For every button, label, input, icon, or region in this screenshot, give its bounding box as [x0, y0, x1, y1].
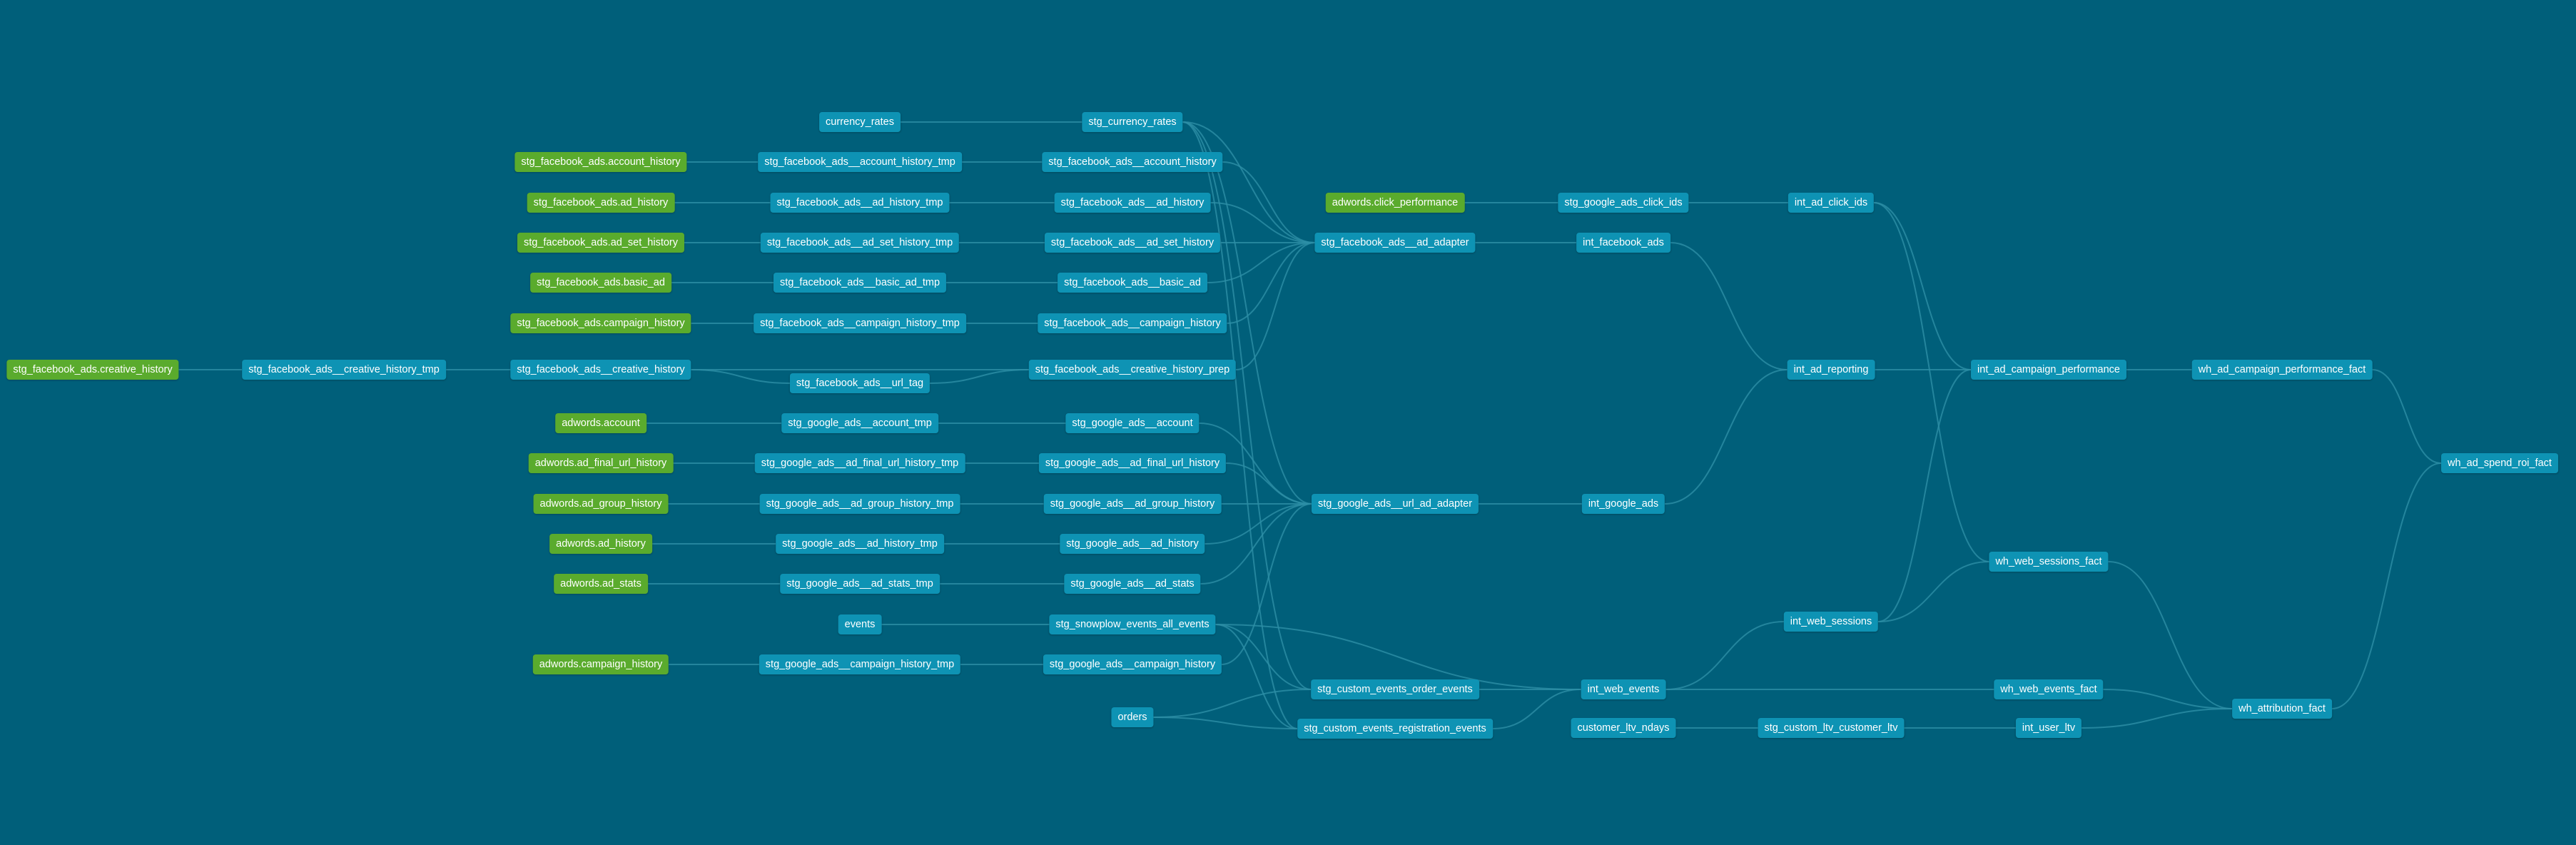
- model-node[interactable]: stg_google_ads__ad_history: [1060, 534, 1205, 554]
- model-node[interactable]: int_facebook_ads: [1576, 233, 1670, 253]
- model-node[interactable]: stg_custom_events_order_events: [1311, 679, 1479, 699]
- model-node[interactable]: stg_google_ads__ad_group_history: [1043, 494, 1222, 514]
- lineage-edge: [1182, 121, 1312, 505]
- lineage-edge: [1225, 462, 1312, 505]
- model-node[interactable]: stg_facebook_ads__creative_history_tmp: [242, 360, 446, 380]
- lineage-edge: [1205, 503, 1312, 545]
- lineage-edge: [1215, 624, 1581, 690]
- model-node[interactable]: stg_google_ads__ad_history_tmp: [776, 534, 944, 554]
- model-node[interactable]: stg_facebook_ads__campaign_history: [1038, 313, 1227, 333]
- source-node[interactable]: adwords.campaign_history: [532, 654, 669, 674]
- model-node[interactable]: stg_google_ads__ad_final_url_history: [1038, 453, 1227, 473]
- model-node[interactable]: stg_facebook_ads__ad_set_history: [1044, 233, 1221, 253]
- model-node[interactable]: wh_web_sessions_fact: [1989, 552, 2109, 572]
- model-node[interactable]: currency_rates: [819, 112, 901, 132]
- model-node[interactable]: stg_facebook_ads__url_tag: [789, 373, 930, 393]
- model-node[interactable]: stg_google_ads__campaign_history: [1043, 654, 1222, 674]
- lineage-edge: [1665, 621, 1785, 690]
- model-node[interactable]: wh_ad_spend_roi_fact: [2441, 453, 2558, 473]
- model-node[interactable]: stg_facebook_ads__ad_set_history_tmp: [760, 233, 960, 253]
- model-node[interactable]: stg_google_ads__ad_stats_tmp: [780, 574, 940, 594]
- source-node[interactable]: adwords.ad_history: [549, 534, 652, 554]
- model-node[interactable]: stg_google_ads__campaign_history_tmp: [759, 654, 961, 674]
- lineage-edge: [1873, 202, 1972, 370]
- model-node[interactable]: stg_facebook_ads__campaign_history_tmp: [754, 313, 966, 333]
- model-node[interactable]: stg_custom_events_registration_events: [1297, 719, 1493, 739]
- lineage-edge: [691, 369, 791, 384]
- lineage-edge: [2103, 689, 2233, 709]
- lineage-edge: [1221, 503, 1312, 665]
- model-node[interactable]: int_ad_click_ids: [1788, 193, 1875, 213]
- model-node[interactable]: stg_google_ads_click_ids: [1558, 193, 1689, 213]
- model-node[interactable]: stg_facebook_ads__account_history_tmp: [758, 152, 962, 172]
- source-node[interactable]: stg_facebook_ads.ad_set_history: [517, 233, 685, 253]
- source-node[interactable]: adwords.ad_group_history: [533, 494, 669, 514]
- lineage-edge: [1235, 242, 1315, 370]
- model-node[interactable]: int_user_ltv: [2015, 718, 2082, 738]
- lineage-edge: [929, 369, 1030, 384]
- model-node[interactable]: stg_google_ads__account_tmp: [781, 413, 938, 433]
- model-node[interactable]: int_google_ads: [1581, 494, 1665, 514]
- lineage-edge: [1215, 624, 1298, 729]
- model-node[interactable]: stg_facebook_ads__ad_history: [1054, 193, 1211, 213]
- source-node[interactable]: adwords.ad_final_url_history: [528, 453, 674, 473]
- source-node[interactable]: stg_facebook_ads.ad_history: [527, 193, 675, 213]
- model-node[interactable]: stg_facebook_ads__account_history: [1042, 152, 1223, 172]
- source-node[interactable]: adwords.click_performance: [1325, 193, 1465, 213]
- model-node[interactable]: int_web_events: [1581, 679, 1666, 699]
- model-node[interactable]: wh_web_events_fact: [1994, 679, 2104, 699]
- lineage-edge: [2331, 462, 2442, 709]
- lineage-edge: [2108, 561, 2233, 709]
- model-node[interactable]: stg_google_ads__ad_final_url_history_tmp: [754, 453, 965, 473]
- model-node[interactable]: int_web_sessions: [1783, 612, 1879, 632]
- source-node[interactable]: stg_facebook_ads.creative_history: [6, 360, 179, 380]
- source-node[interactable]: stg_facebook_ads.basic_ad: [530, 273, 671, 293]
- lineage-edge: [1670, 242, 1788, 370]
- lineage-edge: [1215, 624, 1312, 690]
- model-node[interactable]: stg_facebook_ads__creative_history_prep: [1028, 360, 1237, 380]
- lineage-edge: [1664, 369, 1788, 505]
- lineage-edge: [1492, 689, 1581, 729]
- lineage-edge: [1227, 242, 1315, 324]
- model-node[interactable]: customer_ltv_ndays: [1571, 718, 1676, 738]
- lineage-edge: [1873, 202, 1989, 562]
- model-node[interactable]: stg_google_ads__ad_stats: [1064, 574, 1201, 594]
- model-node[interactable]: int_ad_campaign_performance: [1971, 360, 2126, 380]
- model-node[interactable]: stg_google_ads__account: [1065, 413, 1200, 433]
- lineage-edge: [2372, 369, 2442, 464]
- lineage-edge: [1182, 121, 1298, 729]
- model-node[interactable]: wh_attribution_fact: [2232, 699, 2332, 719]
- lineage-edge: [2081, 708, 2233, 729]
- model-node[interactable]: stg_currency_rates: [1082, 112, 1183, 132]
- model-node[interactable]: stg_google_ads__url_ad_adapter: [1311, 494, 1479, 514]
- lineage-edge: [1182, 121, 1315, 243]
- model-node[interactable]: stg_custom_ltv_customer_ltv: [1758, 718, 1905, 738]
- model-node[interactable]: stg_snowplow_events_all_events: [1049, 614, 1216, 634]
- source-node[interactable]: stg_facebook_ads.account_history: [514, 152, 687, 172]
- source-node[interactable]: adwords.account: [555, 413, 646, 433]
- lineage-edge: [1153, 717, 1298, 729]
- model-node[interactable]: events: [838, 614, 882, 634]
- lineage-edge: [1210, 202, 1315, 243]
- model-node[interactable]: stg_facebook_ads__ad_history_tmp: [770, 193, 950, 213]
- model-node[interactable]: stg_facebook_ads__basic_ad_tmp: [773, 273, 947, 293]
- model-node[interactable]: int_ad_reporting: [1787, 360, 1875, 380]
- model-node[interactable]: stg_facebook_ads__creative_history: [510, 360, 691, 380]
- lineage-edge: [1153, 689, 1312, 718]
- lineage-edge: [1222, 161, 1315, 243]
- model-node[interactable]: stg_google_ads__ad_group_history_tmp: [759, 494, 960, 514]
- lineage-edge: [1877, 561, 1989, 622]
- source-node[interactable]: stg_facebook_ads.campaign_history: [510, 313, 691, 333]
- model-node[interactable]: orders: [1111, 707, 1154, 727]
- lineage-edge: [1877, 369, 1972, 622]
- lineage-edge: [1200, 503, 1312, 585]
- model-node[interactable]: stg_facebook_ads__basic_ad: [1058, 273, 1207, 293]
- source-node[interactable]: adwords.ad_stats: [554, 574, 648, 594]
- model-node[interactable]: stg_facebook_ads__ad_adapter: [1314, 233, 1476, 253]
- model-node[interactable]: wh_ad_campaign_performance_fact: [2191, 360, 2373, 380]
